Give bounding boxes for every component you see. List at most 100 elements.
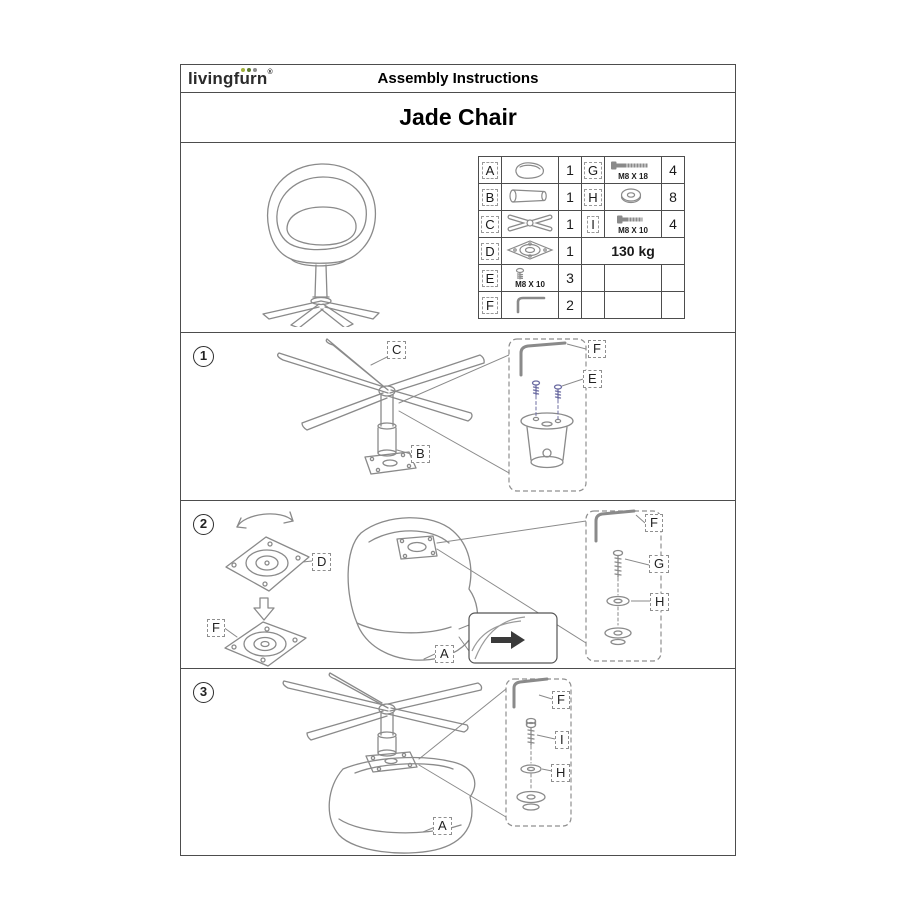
bolt-with-size: M8 X 10: [605, 213, 661, 235]
bolt-icon: [617, 215, 643, 224]
parts-row-d-maxload: D 1 130 kg: [478, 237, 685, 265]
seat-shell-drawing: [347, 517, 478, 661]
label-part-c: C: [387, 341, 407, 359]
parts-row-f: F 2: [478, 291, 685, 319]
label-part-f: F: [588, 340, 606, 358]
part-letter: C: [481, 215, 499, 233]
bolt-washer-drawing: [516, 717, 546, 811]
column-icon: [509, 188, 547, 203]
allen-key-drawing: [519, 341, 567, 377]
label-inset-f: F: [645, 514, 663, 532]
parts-row-b-h: B 1 H 8: [478, 183, 685, 211]
part-letter: I: [587, 215, 599, 233]
max-load: 130 kg: [581, 237, 685, 265]
brand-dots-icon: [241, 68, 257, 72]
part-icon-cell: M8 X 18: [604, 156, 662, 184]
part-icon-cell: [501, 210, 559, 238]
step3-drawing: [282, 672, 572, 854]
bolt-with-size: M8 X 10: [502, 267, 558, 289]
step1-drawing: [277, 338, 587, 492]
part-icon-cell: [501, 183, 559, 211]
bolt-size-label: M8 X 18: [618, 172, 648, 181]
brand-name: livingfurn: [188, 69, 268, 88]
title-bar: Jade Chair: [181, 93, 735, 143]
step2-drawing: [222, 509, 662, 667]
part-letter-cell: H: [581, 183, 605, 211]
part-qty: 3: [558, 264, 582, 292]
part-icon-cell: [501, 291, 559, 319]
column-drawing: [365, 712, 418, 773]
step1-number: 1: [193, 346, 214, 367]
chair-overview-drawing: [262, 163, 380, 327]
part-qty: 1: [558, 210, 582, 238]
parts-row-c-i: C 1 I M8 X 10 4: [478, 210, 685, 238]
step3-number: 3: [193, 682, 214, 703]
bolts-drawing: [531, 380, 563, 420]
label-inset-f: F: [552, 691, 570, 709]
bolt-size-label: M8 X 10: [618, 226, 648, 235]
empty-cell: [661, 264, 685, 292]
bolt-icon: [515, 267, 525, 280]
swivel-plate-icon: [506, 239, 554, 260]
allen-key-icon: [516, 296, 546, 313]
cross-base-drawing: [282, 672, 483, 741]
brand-logo: livingfurn®: [188, 68, 273, 89]
shell-icon: [515, 161, 545, 179]
fabric-detail-box: [468, 612, 558, 664]
part-qty: 1: [558, 237, 582, 265]
empty-cell: [581, 264, 605, 292]
part-letter: F: [482, 296, 498, 314]
washer-icon: [620, 187, 642, 203]
bolt-size-label: M8 X 10: [515, 280, 545, 289]
empty-cell: [604, 264, 662, 292]
swivel-plate-drawing: [225, 536, 310, 592]
part-letter: E: [481, 269, 499, 287]
direction-arrow-icon: [491, 631, 525, 649]
part-letter: G: [583, 161, 603, 179]
document-title: Assembly Instructions: [377, 70, 539, 87]
part-letter-cell: C: [478, 210, 502, 238]
part-letter-cell: G: [581, 156, 605, 184]
cross-base-drawing: [277, 338, 485, 431]
part-icon-cell: [604, 183, 662, 211]
label-part-d: D: [312, 553, 332, 571]
bolt-with-size: M8 X 18: [605, 159, 661, 181]
allen-key-drawing: [512, 677, 549, 709]
down-arrow-icon: [253, 597, 275, 621]
cross-base-icon: [507, 214, 553, 231]
empty-cell: [661, 291, 685, 319]
part-letter-cell: B: [478, 183, 502, 211]
step1-section: 1: [181, 333, 735, 501]
part-letter-cell: A: [478, 156, 502, 184]
label-inset-h: H: [551, 764, 571, 782]
label-part-f: F: [207, 619, 225, 637]
parts-row-e: E M8 X 10 3: [478, 264, 685, 292]
registered-mark: ®: [267, 69, 273, 76]
step1-detail-inset: [508, 338, 587, 492]
step2-number: 2: [193, 514, 214, 535]
part-qty: 4: [661, 210, 685, 238]
product-title: Jade Chair: [399, 104, 517, 130]
instruction-sheet: livingfurn® Assembly Instructions Jade C…: [180, 64, 736, 856]
part-letter-cell: D: [478, 237, 502, 265]
label-part-e: E: [583, 370, 602, 388]
label-part-a: A: [435, 645, 454, 663]
bolt-icon: [611, 161, 648, 170]
bolt-washer-drawing: [604, 549, 632, 646]
part-qty: 1: [558, 183, 582, 211]
part-icon-cell: [501, 156, 559, 184]
part-icon-cell: [501, 237, 559, 265]
base-plate-drawing: [224, 621, 307, 667]
parts-row-a-g: A 1 G M8 X 18 4: [478, 156, 685, 184]
part-letter: H: [584, 188, 602, 206]
step2-detail-inset: [585, 509, 662, 662]
part-letter-cell: F: [478, 291, 502, 319]
label-part-a: A: [433, 817, 452, 835]
part-letter-cell: E: [478, 264, 502, 292]
label-inset-g: G: [649, 555, 670, 573]
step2-section: 2: [181, 501, 735, 669]
empty-cell: [604, 291, 662, 319]
label-inset-i: I: [555, 731, 569, 749]
rotation-arrow-icon: [236, 511, 294, 529]
